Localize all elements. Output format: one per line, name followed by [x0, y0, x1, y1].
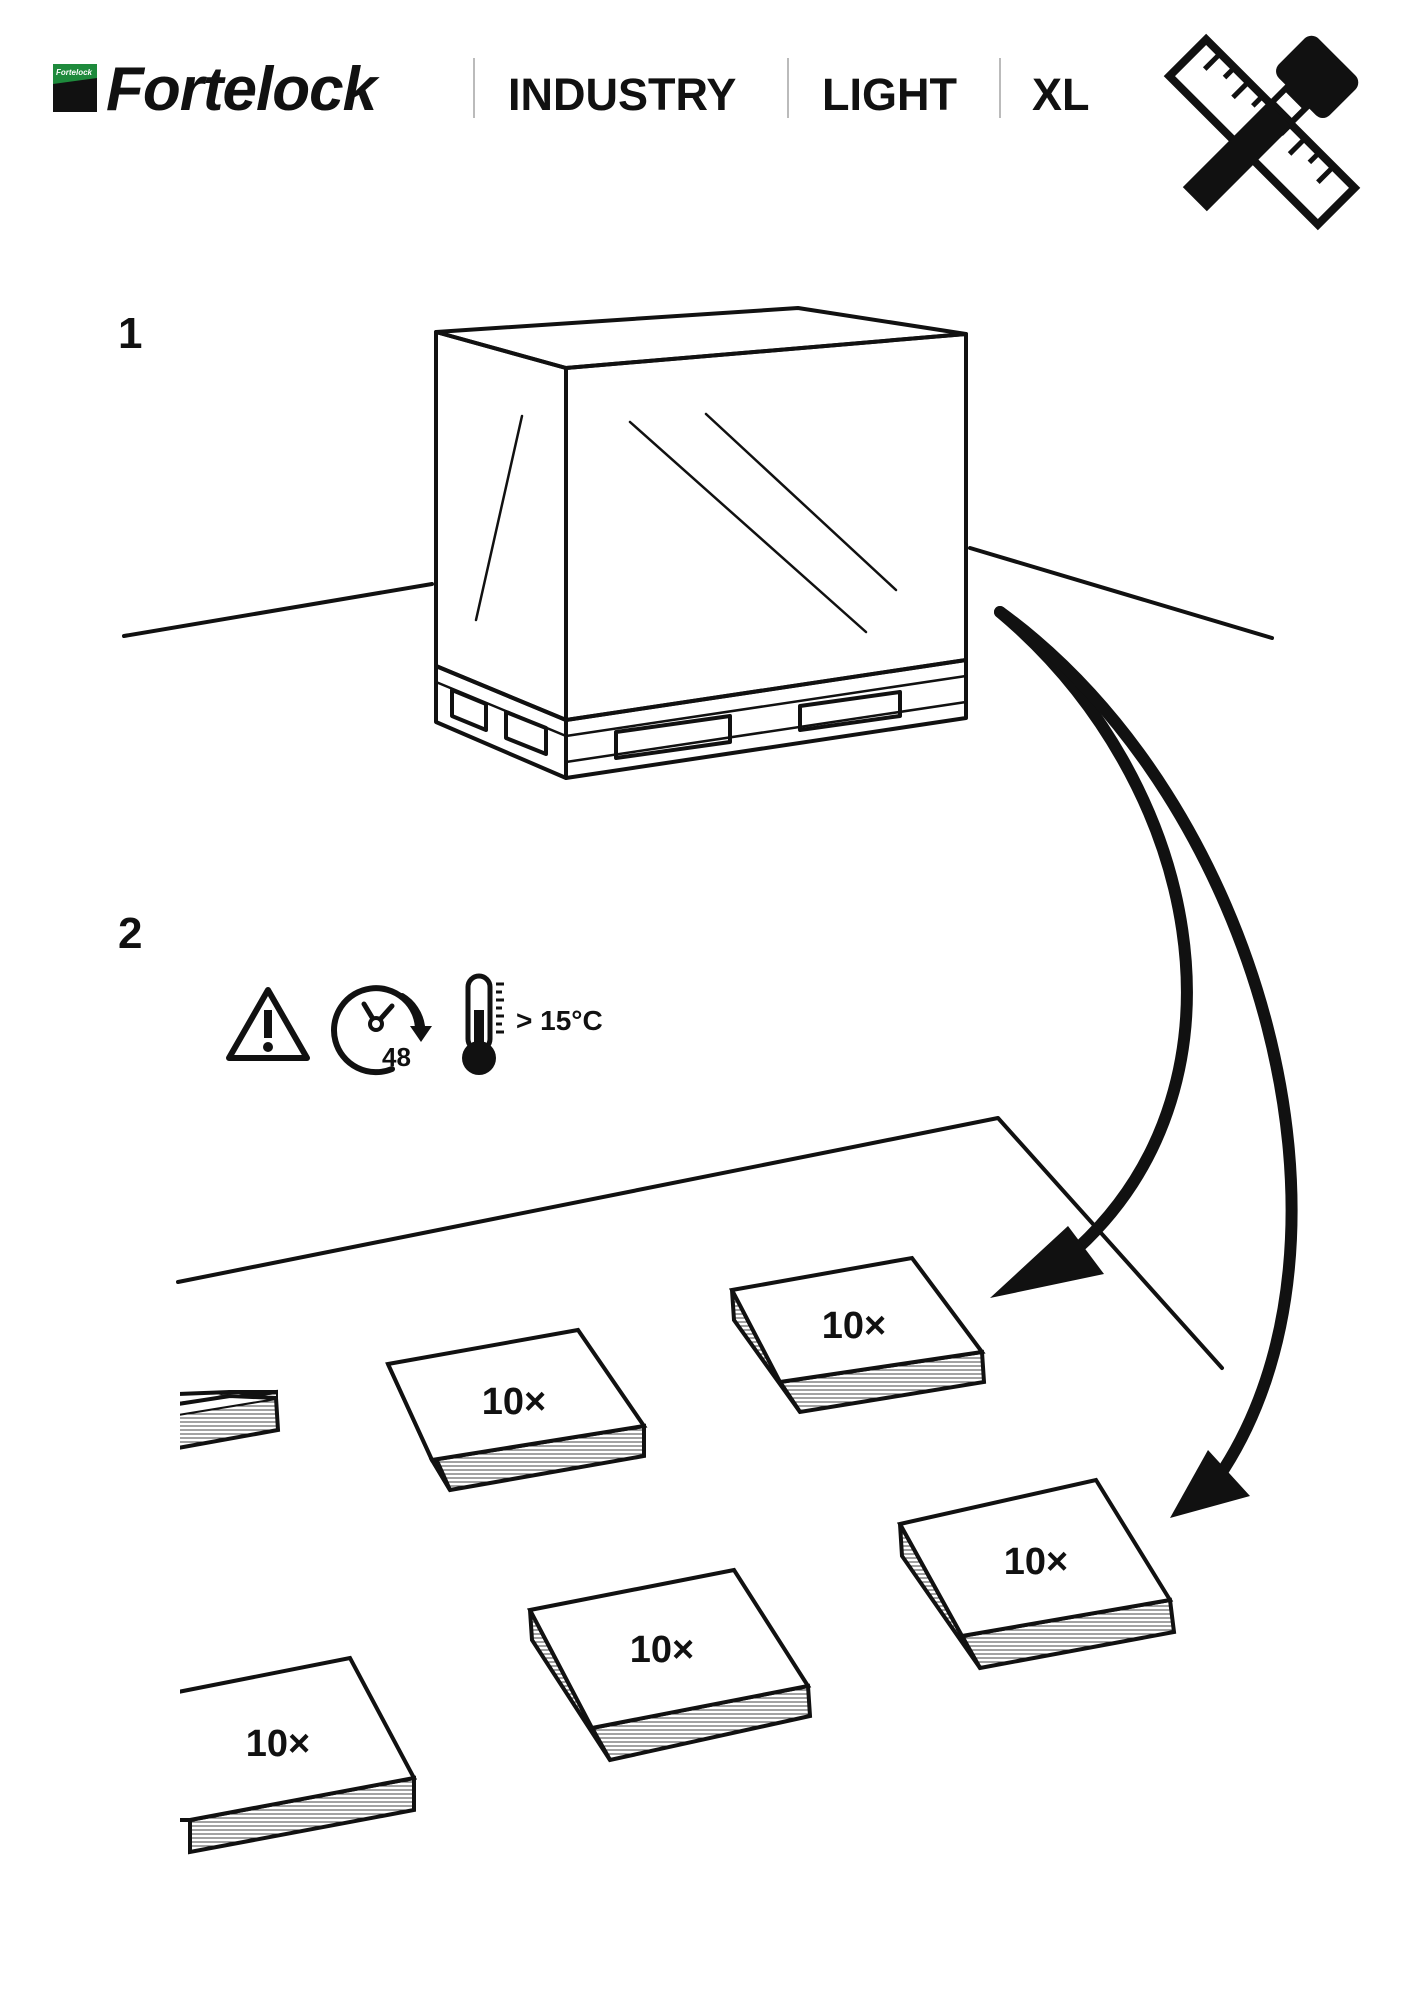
load-front	[564, 332, 968, 722]
clock-rotate-icon: 48	[331, 985, 432, 1076]
floor-edge-left	[122, 582, 434, 638]
pallet-front	[564, 658, 968, 780]
thermometer-icon	[462, 973, 504, 1075]
brand-logo: Fortelock Fortelock	[53, 55, 382, 124]
temperature-label: > 15°C	[516, 1005, 603, 1036]
arrow-head	[990, 1226, 1104, 1298]
tile-stack: 10×	[526, 1567, 813, 1763]
stack-count: 10×	[246, 1723, 310, 1765]
step-number-1: 1	[118, 309, 142, 358]
stack-count: 10×	[822, 1305, 886, 1347]
hours-label: 48	[382, 1042, 411, 1072]
hammer-handle	[1182, 102, 1292, 212]
tile-stack: 10×	[172, 1655, 418, 1860]
product-line: INDUSTRY	[508, 69, 736, 120]
tile-stack: 10×	[385, 1327, 648, 1493]
wrapped-pallet-icon	[434, 306, 968, 780]
step-number-2: 2	[118, 909, 142, 958]
load-side	[434, 330, 568, 722]
tile-stack-edge	[172, 1380, 281, 1460]
brand-mark-green	[53, 64, 97, 84]
stack-count: 10×	[482, 1381, 546, 1423]
arrow-head	[1170, 1450, 1250, 1518]
product-variant: LIGHT	[822, 69, 957, 120]
tile-stack: 10×	[896, 1477, 1177, 1671]
tile-stack: 10×	[728, 1255, 987, 1415]
brand-small-label: Fortelock	[56, 68, 93, 77]
ruler-hammer-icon	[1163, 33, 1361, 231]
floor-edge-right	[968, 546, 1274, 640]
floor-area-edge	[176, 1116, 1224, 1370]
warning-triangle-icon	[226, 987, 310, 1061]
distribution-arrows	[990, 606, 1298, 1518]
hammer-head	[1276, 35, 1359, 118]
load-top	[434, 306, 968, 370]
brand-name: Fortelock	[106, 55, 381, 124]
stack-count: 10×	[630, 1629, 694, 1671]
pallet-side	[434, 664, 568, 780]
product-size: XL	[1032, 69, 1090, 120]
stack-count: 10×	[1004, 1541, 1068, 1583]
